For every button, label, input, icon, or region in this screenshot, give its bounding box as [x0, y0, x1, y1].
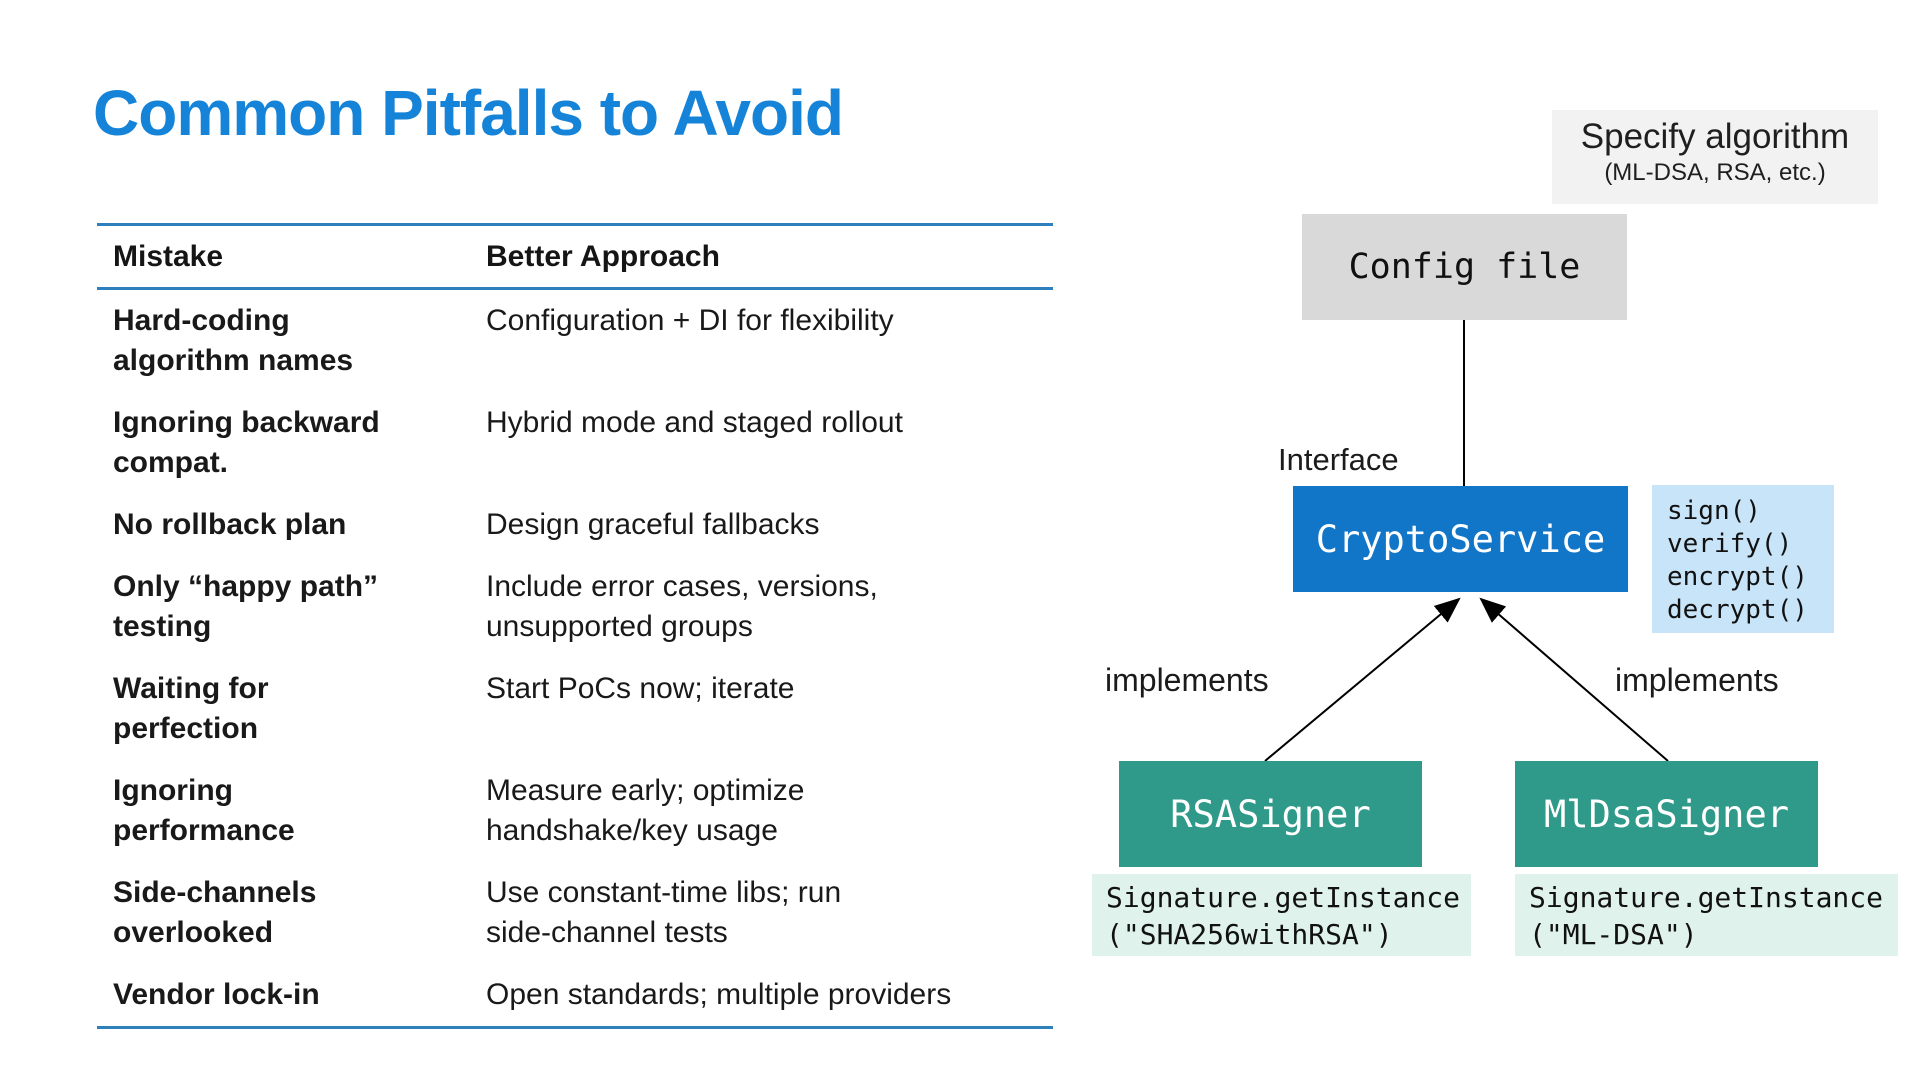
method-verify: verify() [1667, 529, 1793, 559]
implements-label-right: implements [1615, 662, 1779, 698]
mistake-cell: Side-channels overlooked [113, 876, 317, 949]
mistake-cell: Waiting for perfection [113, 672, 269, 745]
table-row: Side-channels overlooked Use constant-ti… [97, 862, 1053, 964]
method-decrypt: decrypt() [1667, 595, 1808, 625]
approach-cell: Include error cases, versions, unsupport… [486, 570, 878, 643]
table-row: Ignoring performance Measure early; opti… [97, 760, 1053, 862]
note-subtitle: (ML-DSA, RSA, etc.) [1604, 159, 1826, 186]
approach-cell: Open standards; multiple providers [486, 978, 952, 1011]
config-file-box: Config file [1302, 214, 1627, 320]
pitfalls-table: Mistake Better Approach Hard-coding algo… [97, 223, 1053, 1029]
table-header-row: Mistake Better Approach [97, 226, 1053, 290]
approach-cell: Use constant-time libs; run side-channel… [486, 876, 842, 949]
approach-cell: Hybrid mode and staged rollout [486, 406, 903, 439]
mistake-cell: Only “happy path” testing [113, 570, 379, 643]
column-header-mistake: Mistake [113, 240, 224, 273]
rsa-code-snippet: Signature.getInstance ("SHA256withRSA") [1092, 874, 1471, 956]
mistake-cell: Vendor lock-in [113, 978, 320, 1011]
note-title: Specify algorithm [1580, 117, 1850, 156]
table-row: Hard-coding algorithm names Configuratio… [97, 290, 1053, 392]
table-row: Waiting for perfection Start PoCs now; i… [97, 658, 1053, 760]
table-row: Only “happy path” testing Include error … [97, 556, 1053, 658]
table-row: Vendor lock-in Open standards; multiple … [97, 964, 1053, 1026]
approach-cell: Configuration + DI for flexibility [486, 304, 894, 337]
implements-arrow-left [1264, 597, 1461, 762]
crypto-service-box: CryptoService [1293, 486, 1628, 592]
column-header-better-approach: Better Approach [486, 240, 720, 273]
mistake-cell: No rollback plan [113, 508, 347, 541]
service-methods-box: sign() verify() encrypt() decrypt() [1652, 485, 1834, 633]
approach-cell: Design graceful fallbacks [486, 508, 820, 541]
rsa-signer-box: RSASigner [1119, 761, 1422, 867]
approach-cell: Measure early; optimize handshake/key us… [486, 774, 805, 847]
interface-label: Interface [1278, 442, 1399, 477]
method-encrypt: encrypt() [1667, 562, 1808, 592]
mistake-cell: Hard-coding algorithm names [113, 304, 354, 377]
mldsa-signer-box: MlDsaSigner [1515, 761, 1818, 867]
table-row: Ignoring backward compat. Hybrid mode an… [97, 392, 1053, 494]
mldsa-code-snippet: Signature.getInstance ("ML-DSA") [1515, 874, 1898, 956]
mistake-cell: Ignoring performance [113, 774, 295, 847]
method-sign: sign() [1667, 496, 1761, 526]
implements-label-left: implements [1105, 662, 1269, 698]
table-row: No rollback plan Design graceful fallbac… [97, 494, 1053, 556]
mistake-cell: Ignoring backward compat. [113, 406, 380, 479]
slide-title: Common Pitfalls to Avoid [93, 77, 844, 149]
specify-algorithm-note: Specify algorithm (ML-DSA, RSA, etc.) [1552, 110, 1878, 204]
approach-cell: Start PoCs now; iterate [486, 672, 795, 705]
